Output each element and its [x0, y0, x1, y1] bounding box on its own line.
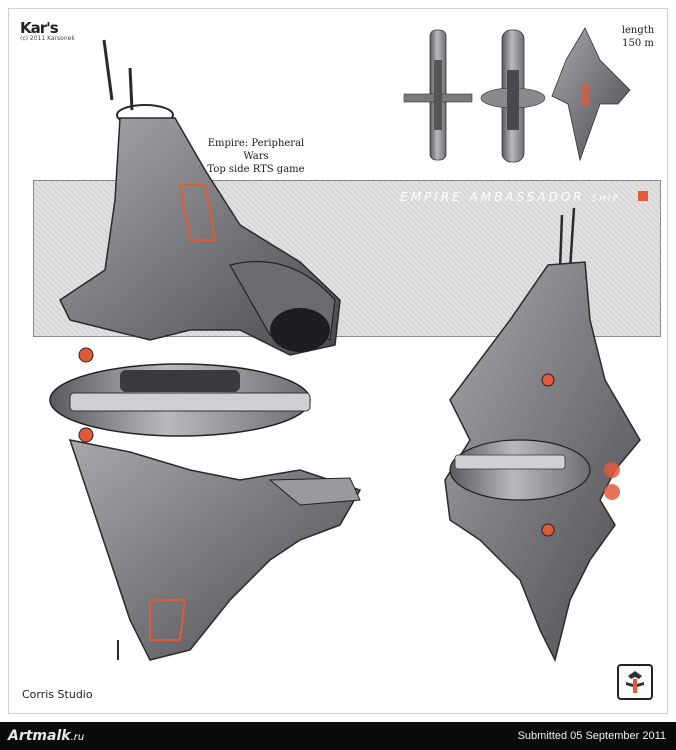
ortho-view-top	[403, 29, 473, 161]
ship-illustrations	[49, 27, 641, 663]
studio-credit: Corris Studio	[22, 688, 93, 701]
side-ship-view	[444, 207, 641, 663]
artist-logo-subtext: (c) 2011 Karsonek	[20, 35, 75, 42]
site-logo[interactable]: Artmalk.ru	[8, 728, 84, 744]
game-title-line2: Top side RTS game	[207, 164, 305, 175]
main-ship-view	[49, 39, 362, 661]
site-logo-tld: .ru	[70, 732, 85, 743]
game-title-line1: Empire: Peripheral Wars	[207, 138, 305, 162]
length-value: 150 m	[622, 38, 654, 49]
artist-logo: Kar's (c) 2011 Karsonek	[20, 18, 75, 42]
banner-accent-square	[638, 191, 648, 201]
length-info: length 150 m	[618, 24, 658, 50]
length-label: length	[621, 25, 655, 36]
emblem-glyph	[626, 671, 644, 693]
banner-title-suffix: SHIP	[591, 194, 620, 204]
artist-logo-text: Kar's	[20, 19, 59, 37]
submission-date: Submitted 05 September 2011	[517, 730, 666, 742]
ortho-view-bottom	[480, 29, 546, 163]
footer-bar: Artmalk.ru Submitted 05 September 2011	[0, 722, 676, 750]
game-title: Empire: Peripheral Wars Top side RTS gam…	[196, 137, 316, 176]
banner-title-main: EMPIRE AMBASSADOR	[400, 190, 585, 204]
site-logo-text: Artmalk	[8, 728, 71, 744]
ortho-view-side	[551, 27, 631, 162]
banner-title: EMPIRE AMBASSADOR SHIP	[400, 190, 620, 204]
empire-emblem-icon	[617, 664, 653, 700]
